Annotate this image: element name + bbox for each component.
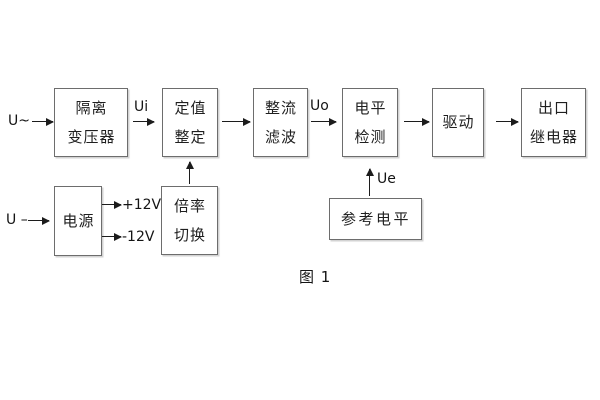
signal-minus12-label: -12V	[122, 229, 155, 245]
arrow-dc-input	[28, 215, 50, 227]
block-label: 滤波	[264, 127, 297, 146]
figure-caption: 图 1	[299, 268, 332, 286]
block-label: 倍率	[173, 196, 206, 215]
block-rectifier-filter: 整流 滤波	[253, 88, 308, 157]
block-ratio-switch: 倍率 切换	[161, 186, 218, 255]
arrow-ac-input	[32, 116, 54, 128]
block-label: 继电器	[529, 127, 578, 146]
block-label: 电平	[354, 98, 387, 117]
arrow-setpoint-to-rectifier	[222, 116, 251, 128]
arrow-transformer-to-setpoint	[133, 116, 155, 128]
arrow-ratio-to-setpoint	[184, 161, 196, 184]
block-label: 检测	[354, 127, 387, 146]
block-label: 变压器	[67, 127, 116, 146]
arrow-rectifier-to-leveldetect	[311, 116, 337, 128]
block-driver: 驱动	[432, 88, 484, 157]
arrow-power-plus12	[102, 199, 122, 211]
block-power-supply: 电源	[54, 186, 102, 256]
signal-ui-label: Ui	[134, 99, 149, 115]
block-label: 整流	[264, 98, 297, 117]
arrow-driver-to-relay	[496, 116, 519, 128]
block-reference-level: 参考电平	[329, 198, 422, 240]
arrow-power-minus12	[102, 231, 122, 243]
block-label: 隔离	[75, 98, 108, 117]
block-label: 电源	[62, 211, 95, 230]
block-label: 整定	[174, 127, 207, 146]
arrow-reference-to-leveldetect	[364, 168, 376, 196]
signal-plus12-label: +12V	[122, 197, 162, 213]
block-level-detect: 电平 检测	[342, 88, 398, 157]
input-dc-label: U –	[6, 212, 28, 228]
signal-ue-label: Ue	[377, 171, 396, 187]
block-output-relay: 出口 继电器	[521, 88, 586, 157]
signal-uo-label: Uo	[310, 98, 329, 114]
input-ac-label: U~	[8, 113, 30, 129]
block-setpoint-adjust: 定值 整定	[162, 88, 218, 157]
block-label: 驱动	[442, 113, 475, 131]
block-isolation-transformer: 隔离 变压器	[54, 88, 128, 157]
block-label: 参考电平	[340, 209, 411, 228]
block-label: 出口	[537, 98, 570, 117]
block-label: 定值	[174, 98, 207, 117]
block-label: 切换	[173, 225, 206, 244]
arrow-leveldetect-to-driver	[404, 116, 430, 128]
